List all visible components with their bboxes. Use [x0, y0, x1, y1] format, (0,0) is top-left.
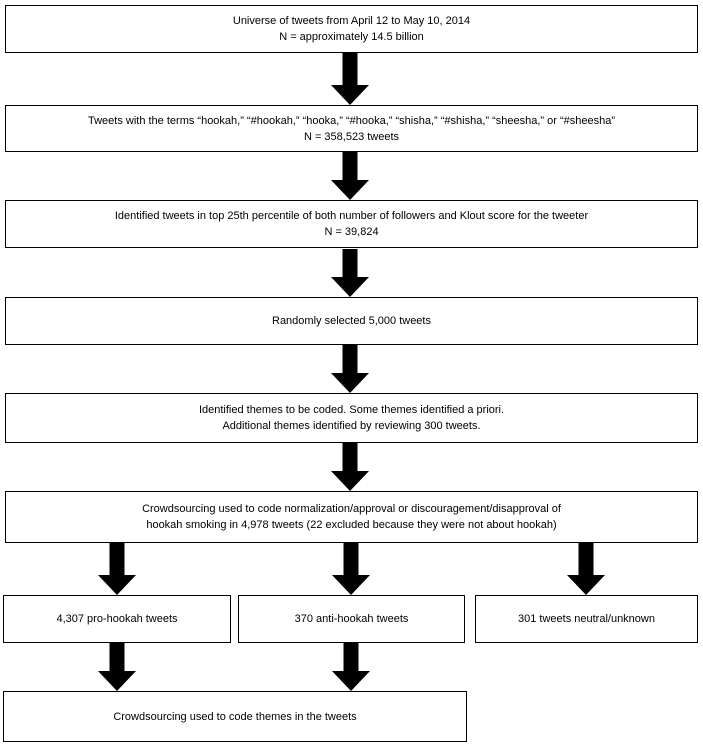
box-percentile-filter-line1: Identified tweets in top 25th percentile… — [114, 210, 589, 222]
flow-arrow-pro-to-theme-coding — [98, 643, 136, 691]
flow-arrow-terms-to-percentile — [331, 152, 369, 200]
box-anti-hookah: 370 anti-hookah tweets — [238, 595, 465, 643]
flow-arrow-sentiment-to-anti — [332, 543, 370, 595]
box-theme-identification-line1: Identified themes to be coded. Some them… — [198, 404, 505, 416]
flow-arrow-sentiment-to-neutral — [567, 543, 605, 595]
box-sentiment-coding-line2: hookah smoking in 4,978 tweets (22 exclu… — [146, 519, 557, 531]
box-theme-identification-line2: Additional themes identified by reviewin… — [222, 420, 481, 432]
box-term-filter-line2: N = 358,523 tweets — [303, 130, 400, 143]
box-universe-line1: Universe of tweets from April 12 to May … — [232, 15, 471, 27]
flow-arrow-percentile-to-random — [331, 249, 369, 297]
flow-arrow-sentiment-to-pro — [98, 543, 136, 595]
box-sentiment-coding-line1: Crowdsourcing used to code normalization… — [142, 503, 561, 515]
box-universe-line2: N = approximately 14.5 billion — [279, 31, 424, 43]
box-universe: Universe of tweets from April 12 to May … — [5, 5, 698, 53]
box-pro-hookah: 4,307 pro-hookah tweets — [3, 595, 231, 643]
box-neutral-unknown: 301 tweets neutral/unknown — [475, 595, 698, 643]
flow-arrow-themes-to-sentiment — [331, 443, 369, 491]
box-percentile-filter-line2: N = 39,824 — [324, 226, 379, 238]
box-theme-coding-line1: Crowdsourcing used to code themes in the… — [113, 710, 357, 723]
flow-arrow-random-to-themes — [331, 345, 369, 393]
box-neutral-unknown-line1: 301 tweets neutral/unknown — [518, 613, 655, 625]
box-theme-coding: Crowdsourcing used to code themes in the… — [3, 691, 467, 742]
box-sentiment-coding: Crowdsourcing used to code normalization… — [5, 491, 698, 543]
flow-arrow-universe-to-terms — [331, 53, 369, 105]
box-pro-hookah-line1: 4,307 pro-hookah tweets — [56, 613, 178, 625]
flow-arrow-anti-to-theme-coding — [332, 643, 370, 691]
box-random-sample-line1: Randomly selected 5,000 tweets — [272, 315, 431, 327]
box-random-sample: Randomly selected 5,000 tweets — [5, 297, 698, 345]
box-theme-identification: Identified themes to be coded. Some them… — [5, 393, 698, 443]
box-term-filter-line1: Tweets with the terms “hookah,” “#hookah… — [87, 114, 616, 127]
box-percentile-filter: Identified tweets in top 25th percentile… — [5, 200, 698, 248]
box-anti-hookah-line1: 370 anti-hookah tweets — [294, 613, 409, 625]
box-term-filter: Tweets with the terms “hookah,” “#hookah… — [5, 105, 698, 152]
